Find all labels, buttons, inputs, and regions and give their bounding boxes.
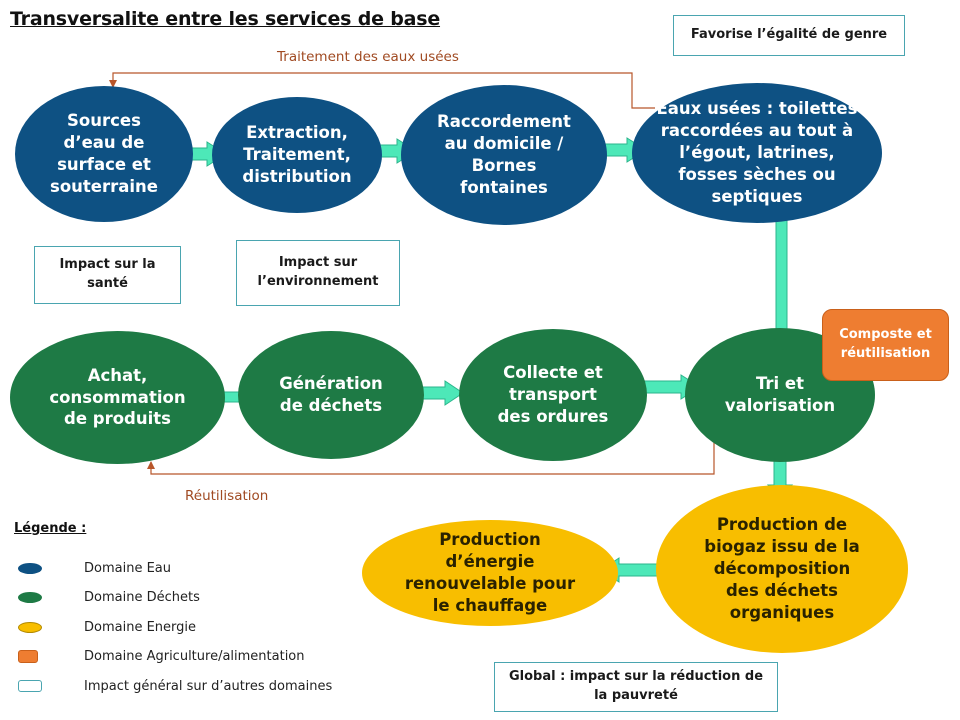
legend-label-waste: Domaine Déchets xyxy=(84,589,200,605)
legend-swatch-waste xyxy=(18,591,42,603)
node-achat-label: Achat, consommation de produits xyxy=(49,365,186,429)
box-composte-label: Composte et réutilisation xyxy=(839,327,932,361)
legend-label-water: Domaine Eau xyxy=(84,560,171,576)
node-biogaz: Production de biogaz issu de la décompos… xyxy=(656,485,908,653)
box-global-pauvrete-label: Global : impact sur la réduction de la p… xyxy=(508,669,764,703)
node-extraction: Extraction, Traitement, distribution xyxy=(212,97,382,213)
node-tri-label: Tri et valorisation xyxy=(724,374,836,415)
node-sources: Sources d’eau de surface et souterraine xyxy=(15,86,193,222)
legend-swatch-agriculture xyxy=(18,649,38,663)
legend-item-energy: Domaine Energie xyxy=(18,617,196,637)
legend-item-agriculture: Domaine Agriculture/alimentation xyxy=(18,646,305,666)
legend-title: Légende : xyxy=(14,521,87,536)
box-impact-environnement-label: Impact sur l’environnement xyxy=(257,255,379,289)
box-impact-environnement: Impact sur l’environnement xyxy=(236,240,400,306)
legend-item-impact: Impact général sur d’autres domaines xyxy=(18,676,332,696)
legend-item-waste: Domaine Déchets xyxy=(18,587,200,607)
node-collecte: Collecte et transport des ordures xyxy=(459,329,647,461)
label-reutilisation: Réutilisation xyxy=(185,488,269,504)
node-energie-label: Production d’énergie renouvelable pour l… xyxy=(404,530,576,615)
node-raccordement-label: Raccordement au domicile / Bornes fontai… xyxy=(437,112,571,197)
node-energie: Production d’énergie renouvelable pour l… xyxy=(362,520,618,626)
node-sources-label: Sources d’eau de surface et souterraine xyxy=(50,111,158,196)
feedback-line-reuse xyxy=(147,440,715,475)
page-title: Transversalite entre les services de bas… xyxy=(10,8,441,30)
legend-label-agriculture: Domaine Agriculture/alimentation xyxy=(84,648,305,664)
legend-label-impact: Impact général sur d’autres domaines xyxy=(84,678,333,694)
node-eaux-usees-label: Eaux usées : toilettes raccordées au tou… xyxy=(656,99,858,206)
legend-swatch-impact xyxy=(18,680,42,692)
feedback-line-treatment xyxy=(109,72,655,109)
label-traitement-eaux-usees: Traitement des eaux usées xyxy=(277,49,459,65)
node-achat: Achat, consommation de produits xyxy=(10,331,225,464)
legend-label-energy: Domaine Energie xyxy=(84,619,197,635)
box-egalite-genre-label: Favorise l’égalité de genre xyxy=(690,27,888,43)
node-extraction-label: Extraction, Traitement, distribution xyxy=(242,123,352,186)
legend-swatch-water xyxy=(18,562,42,574)
legend-swatch-energy xyxy=(18,621,42,633)
box-composte: Composte et réutilisation xyxy=(822,309,949,381)
legend-item-water: Domaine Eau xyxy=(18,558,171,578)
node-collecte-label: Collecte et transport des ordures xyxy=(497,363,609,426)
box-global-pauvrete: Global : impact sur la réduction de la p… xyxy=(494,662,778,712)
box-impact-sante: Impact sur la santé xyxy=(34,246,181,304)
node-biogaz-label: Production de biogaz issu de la décompos… xyxy=(704,515,860,622)
box-egalite-genre: Favorise l’égalité de genre xyxy=(673,15,905,56)
node-eaux-usees: Eaux usées : toilettes raccordées au tou… xyxy=(632,83,882,223)
node-generation-label: Génération de déchets xyxy=(279,374,383,415)
node-generation: Génération de déchets xyxy=(238,331,424,459)
box-impact-sante-label: Impact sur la santé xyxy=(59,257,156,291)
node-raccordement: Raccordement au domicile / Bornes fontai… xyxy=(401,85,607,225)
